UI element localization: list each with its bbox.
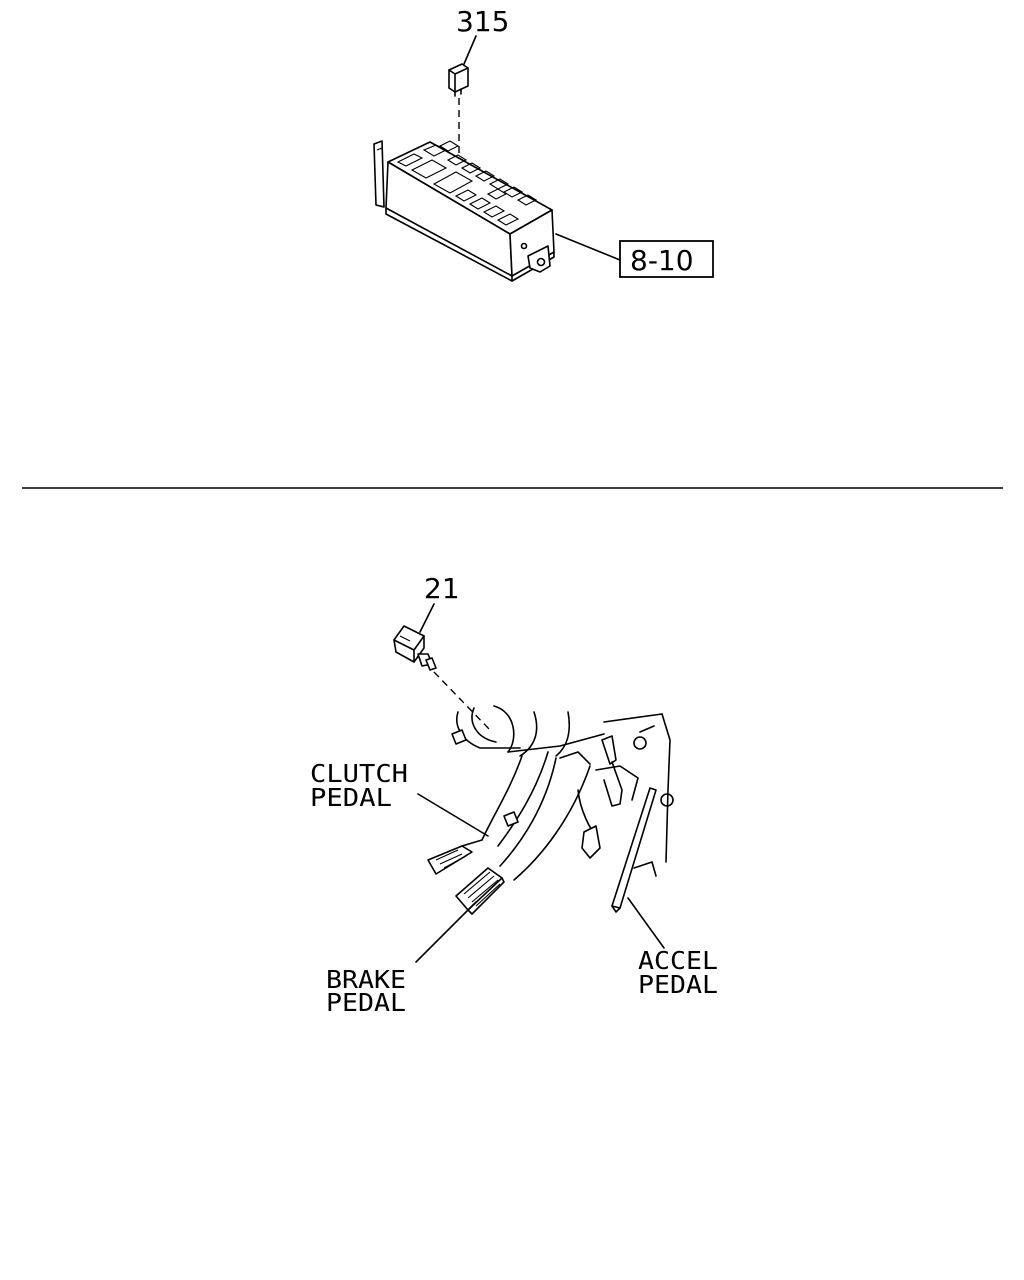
fusebox-leader-line [555, 233, 621, 261]
fuse-box-part [373, 140, 555, 282]
clutch-leader-line [417, 793, 489, 837]
switch-install-line [433, 671, 491, 731]
accel-pedal-part [611, 787, 657, 913]
accel-label-line1: ACCEL [638, 946, 718, 975]
brake-pedal-part [455, 757, 601, 915]
clutch-label-line1: CLUTCH [310, 759, 408, 788]
switch-callout-number: 21 [424, 572, 460, 605]
fusebox-ref-box [619, 240, 714, 278]
accel-leader-line [627, 897, 665, 949]
relay-callout-number: 315 [456, 5, 509, 38]
clutch-pedal-part [427, 751, 549, 875]
pedal-section: 21 [310, 572, 718, 1017]
accel-label-line2: PEDAL [638, 970, 718, 999]
relay-leader-line [463, 35, 477, 65]
relay-section: 315 [373, 5, 714, 282]
brake-leader-line [415, 901, 477, 963]
clutch-label-line2: PEDAL [310, 783, 392, 812]
switch-leader-line [419, 603, 435, 633]
fusebox-ref-number: 8-10 [630, 244, 694, 277]
brake-label-line2: PEDAL [326, 988, 406, 1017]
relay-part [448, 63, 469, 97]
pedal-bracket [451, 705, 674, 863]
stop-lamp-switch-part [393, 625, 437, 671]
brake-label-line1: BRAKE [326, 965, 406, 994]
